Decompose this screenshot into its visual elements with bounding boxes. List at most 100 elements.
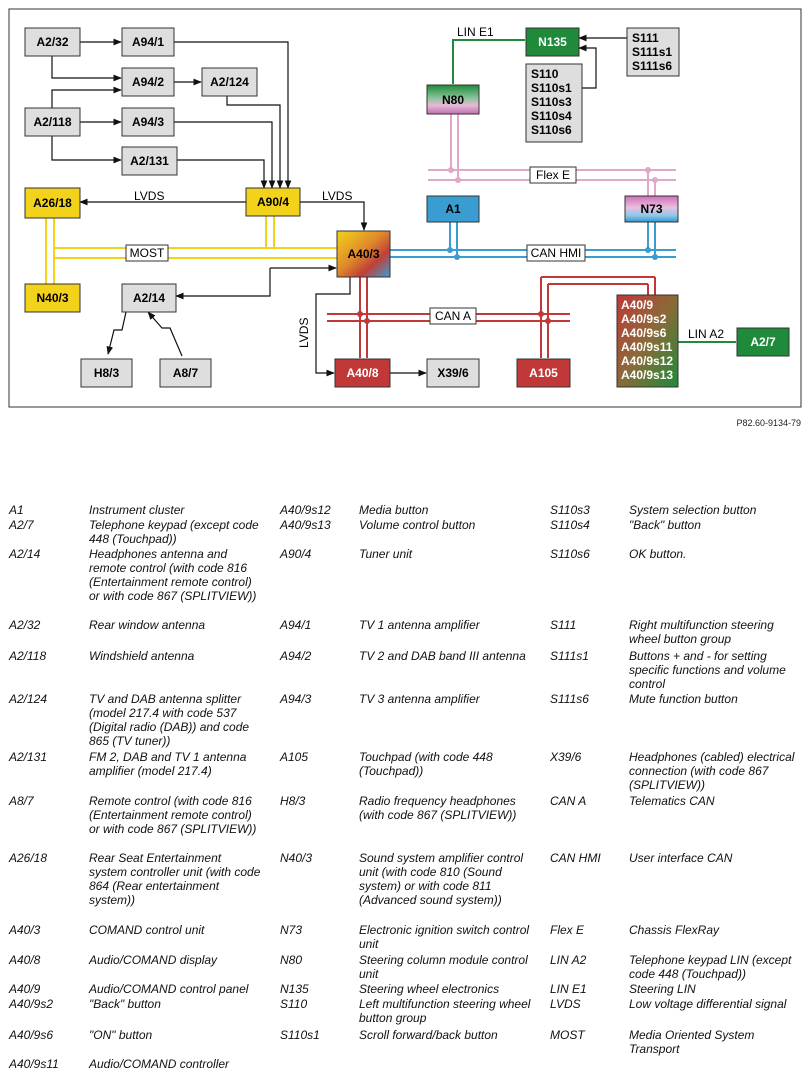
legend-code: A40/9s2 [9, 997, 54, 1011]
legend-description: Headphones (cabled) electrical connectio… [629, 750, 795, 792]
legend-description: Scroll forward/back button [359, 1028, 498, 1042]
legend-code: N73 [280, 923, 303, 937]
svg-text:S110: S110 [531, 67, 559, 81]
component-a2-7: A2/7 [736, 327, 790, 357]
lvds-left-label: LVDS [134, 189, 164, 203]
legend-code: A105 [280, 750, 309, 764]
legend-code: A40/9s13 [280, 518, 331, 532]
legend-description: Radio frequency headphones (with code 86… [359, 794, 517, 822]
legend-description: Telematics CAN [629, 794, 715, 808]
legend-description: Media Oriented System Transport [629, 1028, 755, 1056]
legend-code: S111 [550, 618, 577, 632]
legend-description: TV 2 and DAB band III antenna [359, 649, 526, 663]
svg-text:MOST: MOST [130, 246, 165, 260]
svg-text:A8/7: A8/7 [173, 366, 199, 380]
svg-text:S110s6: S110s6 [531, 123, 572, 137]
svg-text:CAN A: CAN A [435, 309, 471, 323]
svg-text:A40/9: A40/9 [621, 298, 653, 312]
legend-code: S110 [280, 997, 308, 1011]
legend-description: Right multifunction steering wheel butto… [629, 618, 774, 646]
svg-text:S110s1: S110s1 [531, 81, 572, 95]
legend-code: S110s4 [550, 518, 590, 532]
lvds-right-label: LVDS [322, 189, 352, 203]
flex-e-label: Flex E [529, 166, 577, 184]
legend-code: A2/118 [9, 649, 47, 663]
component-a2-14: A2/14 [121, 283, 177, 313]
svg-text:S110s4: S110s4 [531, 109, 572, 123]
legend-description: Electronic ignition switch control unit [359, 923, 530, 951]
svg-text:A2/131: A2/131 [130, 154, 169, 168]
legend-code: MOST [550, 1028, 585, 1042]
legend-description: Rear window antenna [89, 618, 206, 632]
legend-description: User interface CAN [629, 851, 733, 865]
svg-text:S110s3: S110s3 [531, 95, 572, 109]
legend-description: Audio/COMAND controller [89, 1057, 230, 1071]
legend-code: A40/9s6 [9, 1028, 54, 1042]
legend-description: Steering column module control unit [359, 953, 528, 981]
legend-description: Windshield antenna [89, 649, 195, 663]
legend-code: X39/6 [550, 750, 582, 764]
svg-text:A40/9s2: A40/9s2 [621, 312, 667, 326]
legend-code: A2/7 [9, 518, 34, 532]
svg-text:S111s6: S111s6 [632, 59, 672, 73]
component-x39-6: X39/6 [426, 358, 480, 388]
svg-text:A40/9s12: A40/9s12 [621, 354, 673, 368]
legend-code: S110s1 [280, 1028, 320, 1042]
can-hmi-label: CAN HMI [526, 244, 586, 262]
legend-description: Low voltage differential signal [629, 997, 787, 1011]
legend-code: A2/14 [9, 547, 41, 561]
legend-description: Volume control button [359, 518, 476, 532]
svg-text:A94/2: A94/2 [132, 75, 164, 89]
legend-code: A94/1 [280, 618, 312, 632]
legend-description: Sound system amplifier control unit (wit… [359, 851, 524, 907]
legend-code: A2/131 [9, 750, 48, 764]
legend-code: LVDS [550, 997, 581, 1011]
component-s110-group: S110 S110s1 S110s3 S110s4 S110s6 [525, 63, 583, 143]
svg-text:A40/9s6: A40/9s6 [621, 326, 667, 340]
svg-text:N40/3: N40/3 [36, 291, 68, 305]
svg-text:A40/3: A40/3 [347, 247, 379, 261]
component-n135: N135 [525, 27, 580, 57]
svg-text:A1: A1 [445, 202, 461, 216]
most-label: MOST [125, 244, 169, 262]
legend-code: A2/124 [9, 692, 48, 706]
svg-text:A94/1: A94/1 [132, 35, 164, 49]
legend-description: TV and DAB antenna splitter (model 217.4… [89, 692, 250, 748]
legend-description: OK button. [629, 547, 687, 561]
svg-text:CAN HMI: CAN HMI [531, 246, 582, 260]
svg-text:A105: A105 [529, 366, 558, 380]
legend-code: A40/3 [9, 923, 41, 937]
legend-code: N40/3 [280, 851, 313, 865]
svg-text:H8/3: H8/3 [94, 366, 120, 380]
component-a105: A105 [516, 358, 571, 388]
legend-code: A2/32 [9, 618, 41, 632]
legend-description: TV 3 antenna amplifier [359, 692, 480, 706]
legend-code: A1 [9, 503, 24, 517]
legend-code: A26/18 [9, 851, 48, 865]
svg-text:A40/8: A40/8 [346, 366, 378, 380]
component-h8-3: H8/3 [80, 358, 133, 388]
component-a2-131: A2/131 [121, 146, 178, 176]
svg-text:Flex E: Flex E [536, 168, 570, 182]
svg-text:S111: S111 [632, 31, 659, 45]
legend-description: Remote control (with code 816 (Entertain… [89, 794, 257, 836]
legend-description: Chassis FlexRay [629, 923, 720, 937]
legend-description: Steering wheel electronics [359, 982, 500, 996]
legend-code: A40/9 [9, 982, 41, 996]
lin-lines [452, 39, 736, 343]
svg-text:A40/9s13: A40/9s13 [621, 368, 673, 382]
svg-text:A90/4: A90/4 [257, 195, 289, 209]
legend-description: Telephone keypad (except code 448 (Touch… [89, 518, 259, 546]
signal-connections [51, 34, 627, 377]
figure-reference: P82.60-9134-79 [736, 418, 801, 428]
svg-text:N73: N73 [640, 202, 662, 216]
legend-code: CAN A [550, 794, 587, 808]
legend-code: N80 [280, 953, 303, 967]
legend-code: A8/7 [9, 794, 34, 808]
most-bus [45, 216, 337, 284]
legend-description: TV 1 antenna amplifier [359, 618, 480, 632]
component-a8-7: A8/7 [159, 358, 212, 388]
component-a94-3: A94/3 [121, 107, 175, 137]
svg-text:X39/6: X39/6 [437, 366, 469, 380]
legend-description: Touchpad (with code 448 (Touchpad)) [359, 750, 493, 778]
